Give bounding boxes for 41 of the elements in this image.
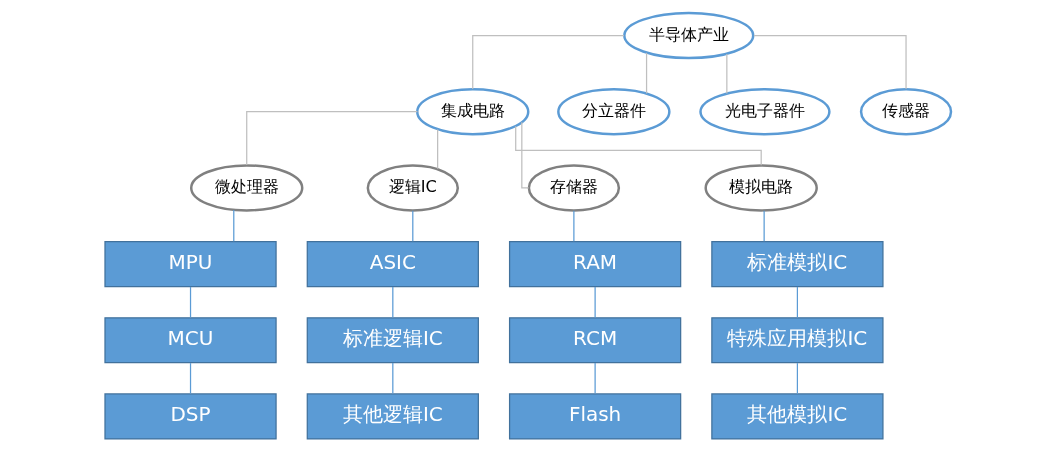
node-ellipse: 半导体产业 [623, 11, 755, 60]
connector [594, 362, 596, 395]
connector [392, 362, 394, 395]
connector [472, 34, 625, 90]
node-box: 其他逻辑IC [306, 393, 479, 440]
node-box: 特殊应用模拟IC [711, 317, 884, 364]
node-ellipse: 传感器 [859, 88, 953, 136]
node-box: MPU [104, 241, 277, 288]
node-box: Flash [508, 393, 682, 440]
node-ellipse: 微处理器 [190, 164, 304, 212]
connector [726, 53, 728, 95]
connector [246, 111, 419, 166]
connector [412, 210, 414, 242]
node-ellipse: 分立器件 [557, 88, 671, 136]
node-box: 其他模拟IC [711, 393, 884, 440]
connector [515, 125, 762, 166]
node-box: 标准逻辑IC [306, 317, 479, 364]
connector [753, 34, 907, 90]
node-ellipse: 集成电路 [416, 88, 530, 136]
connector [573, 210, 575, 242]
connector [189, 362, 192, 395]
node-ellipse: 光电子器件 [699, 88, 831, 136]
connector [796, 286, 799, 319]
connector [645, 52, 648, 95]
node-box: 标准模拟IC [711, 241, 884, 288]
connector [521, 121, 530, 189]
connector [189, 286, 192, 319]
node-box: DSP [104, 393, 277, 440]
connector [392, 286, 394, 319]
node-ellipse: 存储器 [527, 164, 621, 212]
connector [437, 128, 439, 170]
node-box: MCU [104, 317, 277, 364]
connector [233, 209, 235, 242]
connector [763, 210, 765, 242]
node-ellipse: 模拟电路 [704, 164, 818, 212]
node-box: RCM [508, 317, 682, 364]
node-box: RAM [508, 241, 682, 288]
node-box: ASIC [306, 241, 479, 288]
connector [594, 286, 596, 319]
node-ellipse: 逻辑IC [366, 164, 459, 212]
connector [796, 362, 799, 395]
